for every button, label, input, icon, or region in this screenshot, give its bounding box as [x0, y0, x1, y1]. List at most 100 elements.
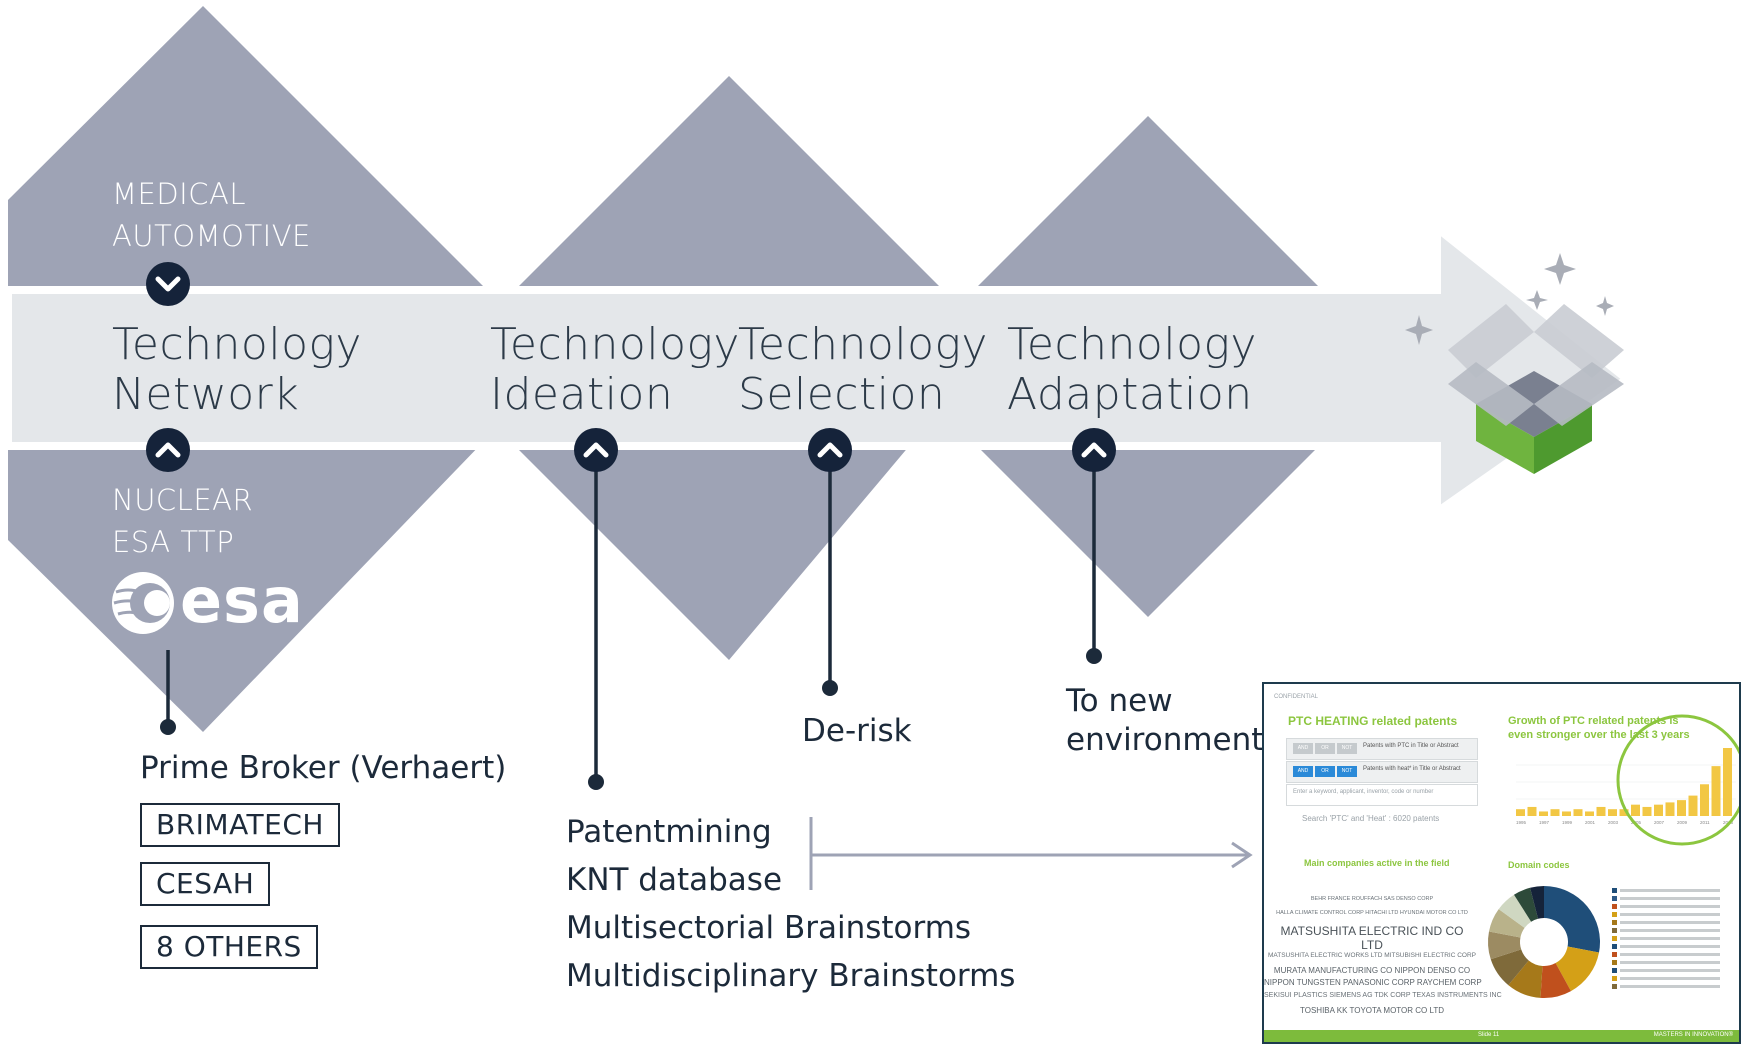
company-name: MURATA MANUFACTURING CO NIPPON DENSO CO	[1273, 966, 1471, 975]
confidential-label: CONFIDENTIAL	[1274, 694, 1319, 700]
search-row: AND OR NOT Patents with PTC in Title or …	[1286, 738, 1478, 760]
legend-row	[1612, 952, 1732, 958]
method-item: Multisectorial Brainstorms	[566, 910, 972, 946]
or-pill: OR	[1315, 766, 1335, 777]
x-tick-label: 1997	[1539, 820, 1550, 825]
donut-slice	[1508, 960, 1543, 998]
legend-row	[1612, 984, 1732, 990]
legend-row	[1612, 936, 1732, 942]
slide-title-left: PTC HEATING related patents	[1288, 714, 1458, 728]
legend-row	[1612, 896, 1732, 902]
bar	[1665, 802, 1675, 816]
legend-row	[1612, 944, 1732, 950]
partner-box: 8 OTHERS	[140, 925, 318, 969]
footer-tagline: MASTERS IN INNOVATION®	[1653, 1032, 1733, 1038]
company-name: NIPPON TUNGSTEN PANASONIC CORP RAYCHEM C…	[1264, 978, 1482, 987]
esa-logo-text: esa	[180, 564, 304, 637]
stage-title-line: Technology	[738, 319, 988, 370]
legend-text-placeholder	[1620, 953, 1720, 956]
and-pill: AND	[1293, 743, 1313, 754]
x-tick-label: 2009	[1677, 820, 1688, 825]
stage-network-label: Technology Network	[112, 320, 362, 420]
legend-swatch	[1612, 920, 1617, 925]
network-diamond-bottom	[8, 440, 485, 732]
connector-end-dot	[1086, 648, 1102, 664]
bar	[1631, 804, 1640, 816]
bar	[1562, 811, 1571, 816]
slide-number: Slide 11	[1478, 1032, 1500, 1038]
donut-slice	[1513, 887, 1539, 922]
patent-slide-thumbnail: CONFIDENTIAL PTC HEATING related patents…	[1262, 682, 1741, 1044]
arrowhead-icon	[1231, 841, 1253, 869]
donut-slice	[1544, 886, 1600, 953]
search-row-label: Patents with PTC in Title or Abstract	[1363, 743, 1459, 749]
chevron-up-icon[interactable]	[1072, 428, 1116, 472]
company-name: HALLA CLIMATE CONTROL CORP HITACHI LTD H…	[1276, 910, 1468, 916]
donut-slice	[1498, 894, 1532, 928]
bar	[1677, 800, 1686, 816]
bar	[1516, 809, 1525, 816]
chevron-up-icon[interactable]	[146, 428, 190, 472]
legend-text-placeholder	[1620, 905, 1720, 908]
slide-title-right-line: even stronger over the last 3 years	[1508, 729, 1690, 741]
legend-row	[1612, 920, 1732, 926]
legend-text-placeholder	[1620, 889, 1720, 892]
slide-footer: Slide 11 MASTERS IN INNOVATION®	[1264, 1030, 1739, 1042]
company-name: MATSUSHITA ELECTRIC IND CO	[1280, 924, 1464, 938]
legend-swatch	[1612, 904, 1617, 909]
open-box-icon	[1448, 304, 1624, 474]
donut-slice	[1490, 949, 1529, 986]
stage-title-line: Network	[112, 369, 300, 420]
and-pill: AND	[1293, 766, 1313, 777]
legend-swatch	[1612, 888, 1617, 893]
donut-slice	[1488, 931, 1522, 960]
x-tick-label: 2011	[1700, 820, 1710, 825]
bar	[1619, 809, 1629, 816]
company-name: SEKISUI PLASTICS SIEMENS AG TDK CORP TEX…	[1264, 992, 1502, 999]
legend-swatch	[1612, 968, 1617, 973]
chevron-up-icon[interactable]	[808, 428, 852, 472]
legend-text-placeholder	[1620, 961, 1720, 964]
adaptation-label-line: To new	[1066, 683, 1173, 719]
legend-row	[1612, 888, 1732, 894]
legend-row	[1612, 976, 1732, 982]
bar	[1688, 795, 1698, 816]
slide-title-right-line: Growth of PTC related patents is	[1508, 715, 1679, 727]
search-input: Enter a keyword, applicant, inventor, co…	[1286, 784, 1478, 806]
stage-adaptation-label: Technology Adaptation	[1007, 320, 1257, 420]
bar	[1585, 811, 1594, 816]
legend-row	[1612, 960, 1732, 966]
bar	[1527, 806, 1537, 816]
company-name: TOSHIBA KK TOYOTA MOTOR CO LTD	[1299, 1006, 1445, 1015]
ideation-method-list: Patentmining KNT database Multisectorial…	[566, 808, 1015, 1000]
legend-text-placeholder	[1620, 929, 1720, 932]
stage-title-line: Technology	[1007, 319, 1257, 370]
search-result: Search 'PTC' and 'Heat' : 6020 patents	[1302, 814, 1440, 823]
chevron-up-icon[interactable]	[574, 428, 618, 472]
donut-slice	[1555, 946, 1600, 992]
legend-row	[1612, 904, 1732, 910]
company-name: MATSUSHITA ELECTRIC WORKS LTD MITSUBISHI…	[1267, 952, 1477, 959]
sector-label: MEDICAL	[112, 177, 246, 211]
legend-swatch	[1612, 952, 1617, 957]
sparkle-icon	[1544, 253, 1576, 285]
de-risk-label: De-risk	[802, 713, 912, 749]
chevron-down-icon[interactable]	[146, 262, 190, 306]
search-row: AND OR NOT Patents with heat* in Title o…	[1286, 761, 1478, 783]
bar	[1608, 809, 1617, 816]
bar	[1654, 804, 1663, 816]
partner-box: CESAH	[140, 862, 271, 906]
bar	[1700, 784, 1709, 816]
bar	[1642, 806, 1652, 816]
legend-swatch	[1612, 928, 1617, 933]
bar	[1539, 811, 1548, 816]
legend-text-placeholder	[1620, 985, 1720, 988]
adaptation-label: To new environment	[1066, 682, 1263, 760]
adaptation-label-line: environment	[1066, 722, 1264, 758]
connector-end-dot	[822, 680, 838, 696]
sparkle-icon	[1526, 290, 1548, 310]
x-tick-label: 2003	[1608, 820, 1619, 825]
stage-selection-label: Technology Selection	[738, 320, 988, 420]
